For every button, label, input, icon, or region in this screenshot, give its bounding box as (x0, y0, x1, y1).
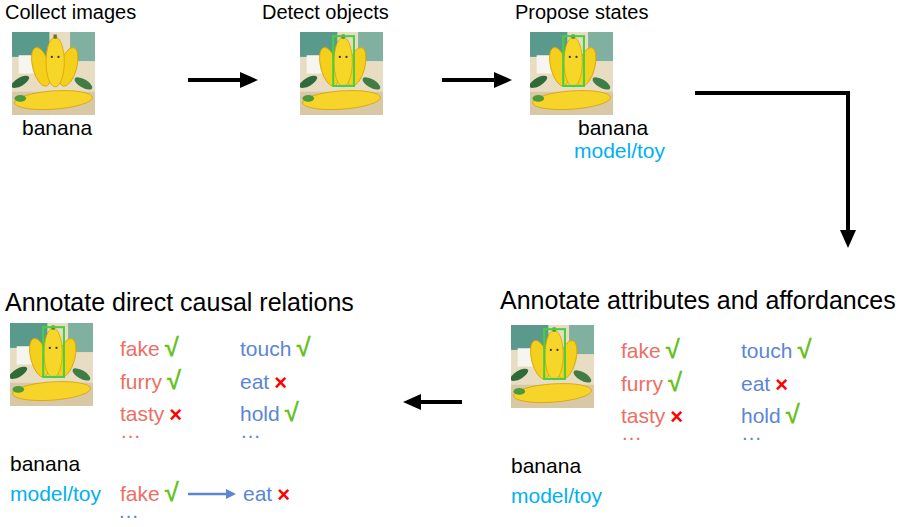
affordance-label: … (741, 421, 762, 445)
affordance-label: … (240, 419, 261, 443)
attribute-label: furry (621, 372, 663, 396)
banana-photo (298, 32, 383, 115)
flow-arrow (421, 400, 462, 404)
flow-arrow (695, 93, 848, 230)
object-label: banana (10, 452, 80, 476)
cross-mark: × (169, 402, 182, 427)
attribute-label: fake (621, 339, 661, 363)
affordance-label: touch (240, 337, 291, 361)
bounding-box (43, 327, 64, 377)
attribute-label: fake (120, 337, 160, 361)
stage-panel: Detect objects (258, 0, 442, 145)
attribute-label: … (120, 419, 141, 443)
stage-title: Propose states (515, 1, 648, 24)
object-label: banana (22, 116, 92, 140)
check-mark: √ (668, 368, 682, 398)
flow-arrow (188, 78, 240, 82)
state-label: model/toy (511, 484, 602, 508)
stage-title: Collect images (5, 1, 136, 24)
banana-photo (8, 323, 93, 406)
cross-mark: × (277, 482, 290, 507)
check-mark: √ (165, 478, 179, 508)
banana-photo (528, 32, 613, 115)
stage-title: Annotate direct causal relations (5, 288, 354, 317)
causal-arrow (188, 493, 226, 496)
check-mark: √ (296, 333, 310, 363)
bounding-box (563, 36, 584, 86)
banana-photo (10, 32, 95, 115)
check-mark: √ (165, 333, 179, 363)
state-label: model/toy (574, 139, 665, 163)
affordance-label: touch (741, 339, 792, 363)
stage-title: Detect objects (262, 1, 389, 24)
bounding-box (333, 36, 354, 86)
bounding-box (544, 329, 565, 379)
banana-photo (509, 325, 594, 408)
affordance-label: eat (243, 482, 272, 506)
check-mark: √ (786, 400, 800, 430)
object-label: banana (578, 116, 648, 140)
attribute-label: … (621, 421, 642, 445)
stage-panel: Annotate direct causal relationsfake√fur… (3, 280, 403, 524)
check-mark: √ (797, 335, 811, 365)
affordance-label: eat (240, 370, 269, 394)
affordance-label: eat (741, 372, 770, 396)
attribute-label: furry (120, 370, 162, 394)
check-mark: √ (167, 366, 181, 396)
check-mark: √ (285, 398, 299, 428)
stage-panel: Propose states bananamodel/toy (512, 0, 695, 170)
stage-panel: Annotate attributes and affordancesfake√… (462, 248, 918, 510)
cross-mark: × (274, 370, 287, 395)
affordance-label: … (118, 499, 139, 523)
stage-title: Annotate attributes and affordances (500, 286, 896, 315)
stage-panel: Collect images banana (3, 0, 188, 145)
object-label: banana (511, 454, 581, 478)
flow-arrow (442, 78, 494, 82)
cross-mark: × (670, 404, 683, 429)
cross-mark: × (775, 372, 788, 397)
state-label: model/toy (10, 482, 101, 506)
check-mark: √ (666, 335, 680, 365)
